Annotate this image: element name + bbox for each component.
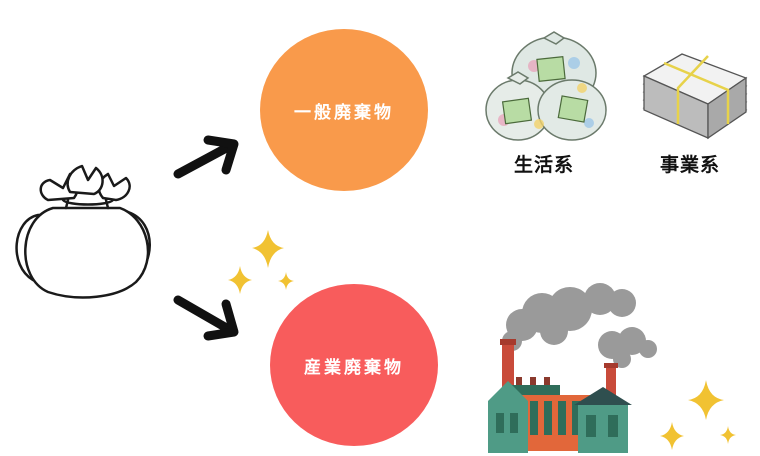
arrow-down-right-icon	[173, 295, 239, 341]
garbage-bags-icon	[15, 164, 151, 299]
general-waste-circle: 一般廃棄物	[260, 29, 428, 191]
general-waste-label: 一般廃棄物	[294, 102, 394, 123]
arrow-up-right-icon	[173, 135, 239, 179]
sparkle-icon	[228, 230, 294, 294]
household-caption: 生活系	[514, 154, 575, 176]
household-trash-bags-icon	[485, 31, 607, 141]
newspaper-bundle-icon	[642, 53, 748, 140]
sparkle-icon	[660, 380, 736, 450]
business-caption: 事業系	[660, 154, 721, 176]
industrial-waste-label: 産業廃棄物	[304, 357, 404, 378]
industrial-waste-circle: 産業廃棄物	[270, 284, 438, 446]
factory-icon	[488, 283, 657, 453]
